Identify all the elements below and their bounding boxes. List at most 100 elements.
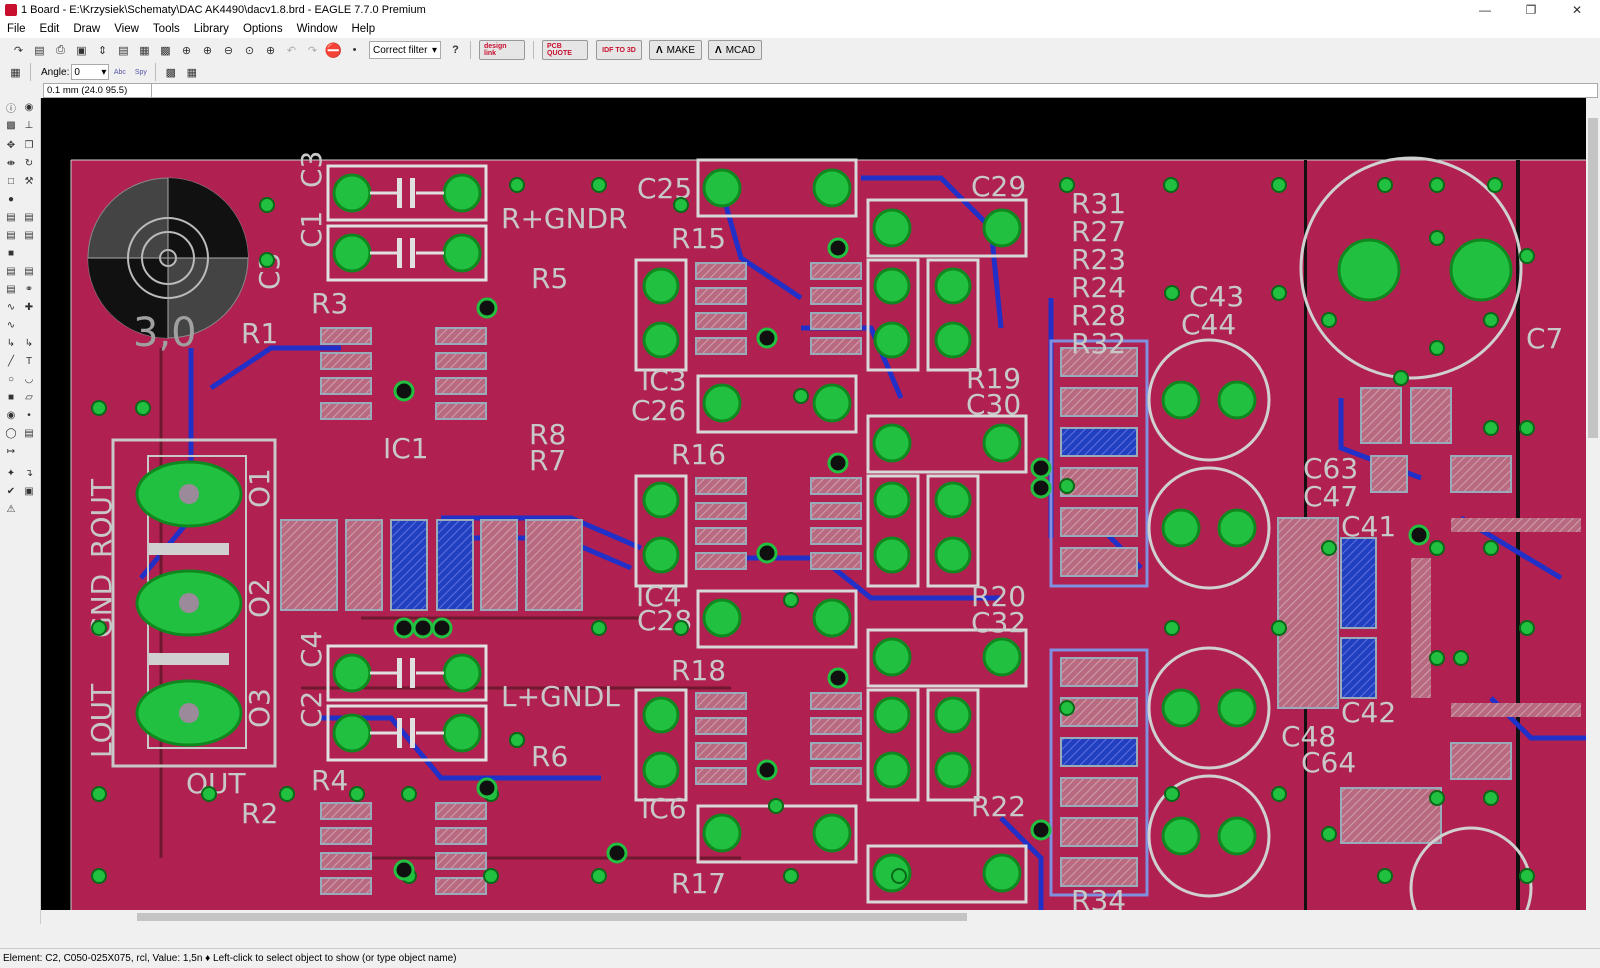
delete-icon[interactable]: ▤ [6,211,16,223]
board-icon[interactable]: ▦ [139,44,150,57]
redraw-icon[interactable]: ⊙ [244,44,255,57]
layer-style-icon[interactable]: ▩ [165,66,177,79]
cam-icon[interactable]: ▣ [76,44,87,57]
circle-icon[interactable]: ○ [7,373,15,385]
ulp-icon[interactable]: ⇕ [97,44,108,57]
restore-icon[interactable]: ❐ [1525,3,1537,17]
save-icon[interactable]: ▤ [34,44,45,57]
menu-file[interactable]: File [7,23,26,35]
go-icon[interactable]: • [352,44,357,56]
stop-icon[interactable]: ⛔ [324,41,343,58]
auto-icon[interactable]: ↴ [24,467,34,479]
add-icon[interactable]: ▤ [24,211,34,223]
text-icon[interactable]: T [25,355,33,367]
smash-icon[interactable]: ▤ [6,265,16,277]
name-icon[interactable]: ▤ [6,229,16,241]
grid-icon[interactable]: ▦ [10,66,21,79]
mirror-icon[interactable]: ⇼ [6,157,16,169]
ratsnest-icon[interactable]: ✦ [6,467,16,479]
change-icon[interactable]: ⚒ [24,175,34,187]
text-spin-icon[interactable]: Abc [113,68,126,76]
attribute-icon[interactable]: ▤ [24,427,34,439]
angle-select[interactable]: 0 ▾ [71,64,110,80]
via-icon[interactable]: ◉ [6,409,16,421]
horizontal-scroll-thumb[interactable] [137,913,967,921]
library-icon[interactable]: ▩ [160,44,171,57]
route-icon[interactable]: ↳ [6,337,16,349]
pcb-canvas[interactable]: C3 C3 C1 C4 C2 C25 C29 R31 R27 R23 R24 R… [41,98,1586,910]
miter-icon[interactable]: ▤ [24,265,34,277]
menu-help[interactable]: Help [351,23,376,35]
rotate-icon[interactable]: ↻ [24,157,34,169]
minimize-icon[interactable]: — [1479,3,1491,17]
wire-icon[interactable]: ╱ [7,355,15,367]
dimension-icon[interactable]: ↦ [6,445,16,457]
rect-icon[interactable]: ■ [7,391,15,403]
menu-library[interactable]: Library [193,23,229,35]
display-icon[interactable]: ▩ [6,119,16,131]
optimize-icon[interactable]: ⚭ [24,283,34,295]
design-link-button[interactable]: design link [479,40,525,60]
capacitor-c4[interactable] [326,644,488,702]
arc-icon[interactable]: ◡ [24,373,34,385]
lock-icon[interactable]: ■ [7,247,15,259]
menu-tools[interactable]: Tools [152,23,180,35]
capacitor-c2[interactable] [326,704,488,762]
capacitor-c28[interactable] [696,589,858,649]
capacitor-c3[interactable] [326,164,488,222]
filter-select[interactable]: Correct filter ▾ [369,41,441,59]
help-icon[interactable]: ? [452,44,459,56]
value-icon[interactable]: ▤ [24,229,34,241]
polygon-icon[interactable]: ▱ [25,391,33,403]
capacitor-c32[interactable] [866,628,1028,688]
menu-draw[interactable]: Draw [73,23,101,35]
menu-window[interactable]: Window [296,23,338,35]
copy-icon[interactable]: ❐ [24,139,34,151]
command-input[interactable] [151,83,1598,98]
erc-icon[interactable]: ✔ [6,485,16,497]
print-icon[interactable]: ⎙ [56,43,65,56]
close-icon[interactable]: ✕ [1571,3,1583,17]
capacitor-c25[interactable] [696,158,858,218]
ripup-icon[interactable]: ✚ [24,301,34,313]
board-view[interactable]: C3 C3 C1 C4 C2 C25 C29 R31 R27 R23 R24 R… [41,98,1586,910]
zoom-out-icon[interactable]: ⊖ [223,44,234,57]
hole-icon[interactable]: ◯ [5,427,17,439]
zoom-select-icon[interactable]: ⊕ [265,44,276,57]
undo-icon[interactable]: ↶ [286,44,297,57]
menu-edit[interactable]: Edit [39,23,60,35]
drc-icon[interactable]: ▣ [24,485,34,497]
script-icon[interactable]: ▤ [118,44,129,57]
layer-style-icon[interactable]: ▦ [186,66,198,79]
vertical-scroll-thumb[interactable] [1588,118,1598,438]
open-icon[interactable]: ↷ [13,44,24,57]
group-icon[interactable]: □ [7,175,15,187]
capacitor-c26[interactable] [696,374,858,434]
redo-icon[interactable]: ↷ [307,44,318,57]
show-icon[interactable]: ◉ [24,101,34,113]
text-mirror-icon[interactable]: Spy [134,68,147,76]
idf-to-3d-button[interactable]: IDF TO 3D [596,40,642,60]
capacitor-c30[interactable] [866,414,1028,474]
move-icon[interactable]: ✥ [6,139,16,151]
horizontal-scrollbar[interactable] [41,910,1586,924]
split-icon[interactable]: ▤ [6,283,16,295]
capacitor-c29[interactable] [866,198,1028,258]
route-icon[interactable]: ∿ [6,319,16,331]
pcb-quote-button[interactable]: PCB QUOTE [542,40,588,60]
signal-icon[interactable]: • [27,409,31,421]
capacitor-c1[interactable] [326,224,488,282]
meander-icon[interactable]: ∿ [6,301,16,313]
zoom-fit-icon[interactable]: ⊕ [181,44,192,57]
paste-icon[interactable]: ● [7,193,15,205]
ripup-icon[interactable]: ↳ [24,337,34,349]
warning-icon[interactable]: ⚠ [6,503,16,515]
vertical-scrollbar[interactable] [1586,98,1600,910]
mark-icon[interactable]: ⊥ [24,119,34,131]
menu-view[interactable]: View [114,23,139,35]
zoom-in-icon[interactable]: ⊕ [202,44,213,57]
menu-options[interactable]: Options [242,23,283,35]
info-icon[interactable]: ⓘ [6,103,16,115]
